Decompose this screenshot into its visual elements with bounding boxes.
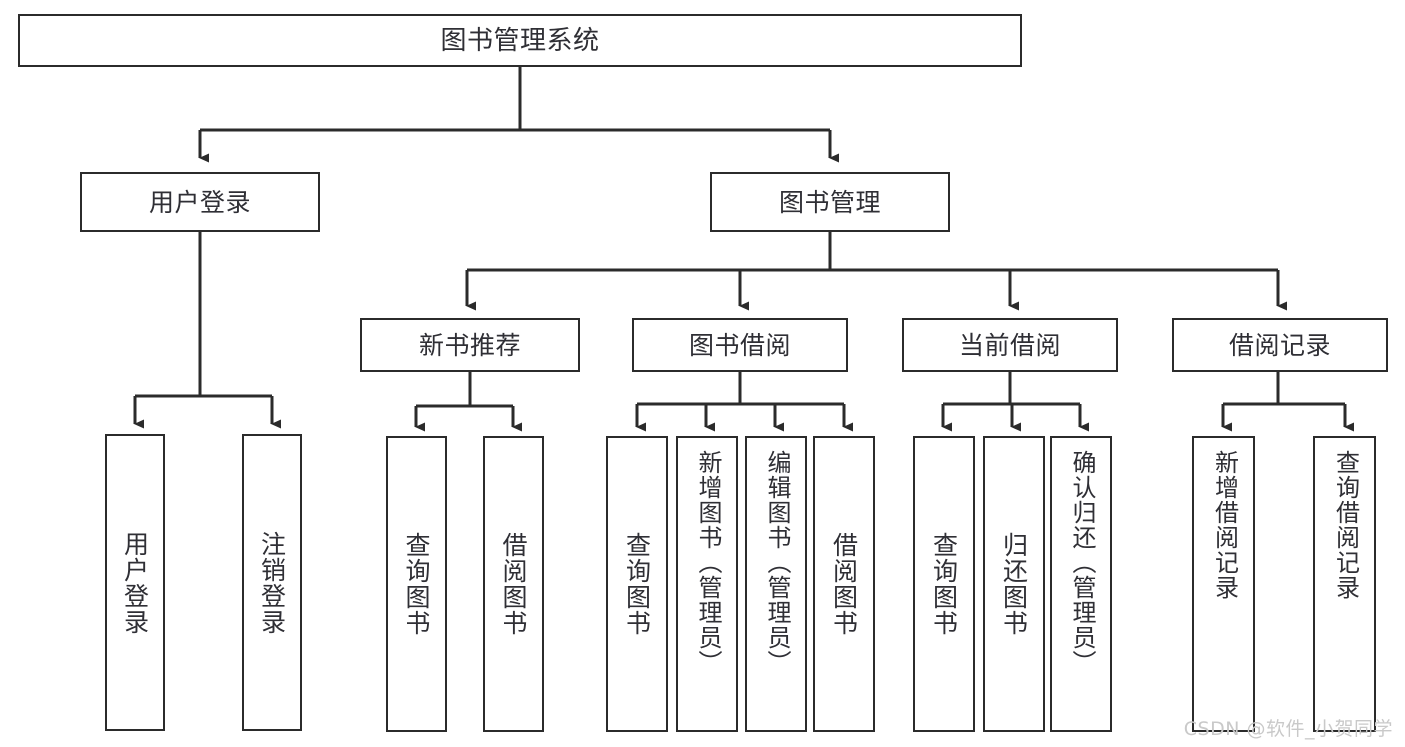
node-leaf-current-confirm[interactable]: 确认归还（管理员） (1050, 436, 1112, 732)
node-user-login-label: 用户登录 (148, 187, 251, 217)
node-leaf-current-confirm-label: 确认归还（管理员） (1067, 450, 1096, 675)
node-book-borrow-label: 图书借阅 (688, 330, 791, 360)
node-leaf-user-login[interactable]: 用户登录 (105, 434, 165, 731)
node-leaf-user-login-label: 用户登录 (120, 530, 150, 635)
node-leaf-user-logout[interactable]: 注销登录 (242, 434, 302, 731)
node-book-management-label: 图书管理 (778, 187, 881, 217)
node-leaf-user-logout-label: 注销登录 (257, 530, 287, 635)
node-leaf-borrow-add[interactable]: 新增图书（管理员） (676, 436, 738, 732)
csdn-watermark: CSDN @软件_小贺同学 (1183, 718, 1393, 740)
node-current-borrow[interactable]: 当前借阅 (902, 318, 1118, 372)
node-current-borrow-label: 当前借阅 (958, 330, 1061, 360)
node-leaf-record-query-label: 查询借阅记录 (1331, 450, 1360, 600)
node-borrow-records-label: 借阅记录 (1228, 330, 1331, 360)
node-user-login[interactable]: 用户登录 (80, 172, 320, 232)
node-leaf-borrow-edit-label: 编辑图书（管理员） (762, 450, 791, 675)
node-leaf-borrow-query-label: 查询图书 (622, 532, 652, 636)
node-leaf-current-query[interactable]: 查询图书 (913, 436, 975, 732)
node-root-label: 图书管理系统 (440, 25, 600, 56)
node-leaf-borrow-lend-label: 借阅图书 (829, 532, 859, 636)
node-leaf-record-query[interactable]: 查询借阅记录 (1313, 436, 1376, 732)
node-leaf-borrow-add-label: 新增图书（管理员） (693, 450, 722, 675)
node-leaf-newbook-query[interactable]: 查询图书 (386, 436, 447, 732)
node-leaf-record-add-label: 新增借阅记录 (1210, 450, 1239, 600)
node-leaf-newbook-borrow-label: 借阅图书 (499, 532, 528, 636)
node-new-book-recommend-label: 新书推荐 (418, 330, 521, 360)
node-leaf-current-return-label: 归还图书 (999, 532, 1029, 636)
node-book-management[interactable]: 图书管理 (710, 172, 950, 232)
node-leaf-borrow-query[interactable]: 查询图书 (606, 436, 668, 732)
node-leaf-current-return[interactable]: 归还图书 (983, 436, 1045, 732)
node-leaf-borrow-lend[interactable]: 借阅图书 (813, 436, 875, 732)
node-root[interactable]: 图书管理系统 (18, 14, 1022, 67)
node-leaf-borrow-edit[interactable]: 编辑图书（管理员） (745, 436, 807, 732)
node-new-book-recommend[interactable]: 新书推荐 (360, 318, 580, 372)
node-leaf-record-add[interactable]: 新增借阅记录 (1192, 436, 1255, 732)
node-borrow-records[interactable]: 借阅记录 (1172, 318, 1388, 372)
node-leaf-newbook-borrow[interactable]: 借阅图书 (483, 436, 544, 732)
node-book-borrow[interactable]: 图书借阅 (632, 318, 848, 372)
node-leaf-newbook-query-label: 查询图书 (402, 532, 431, 636)
node-leaf-current-query-label: 查询图书 (929, 532, 959, 636)
